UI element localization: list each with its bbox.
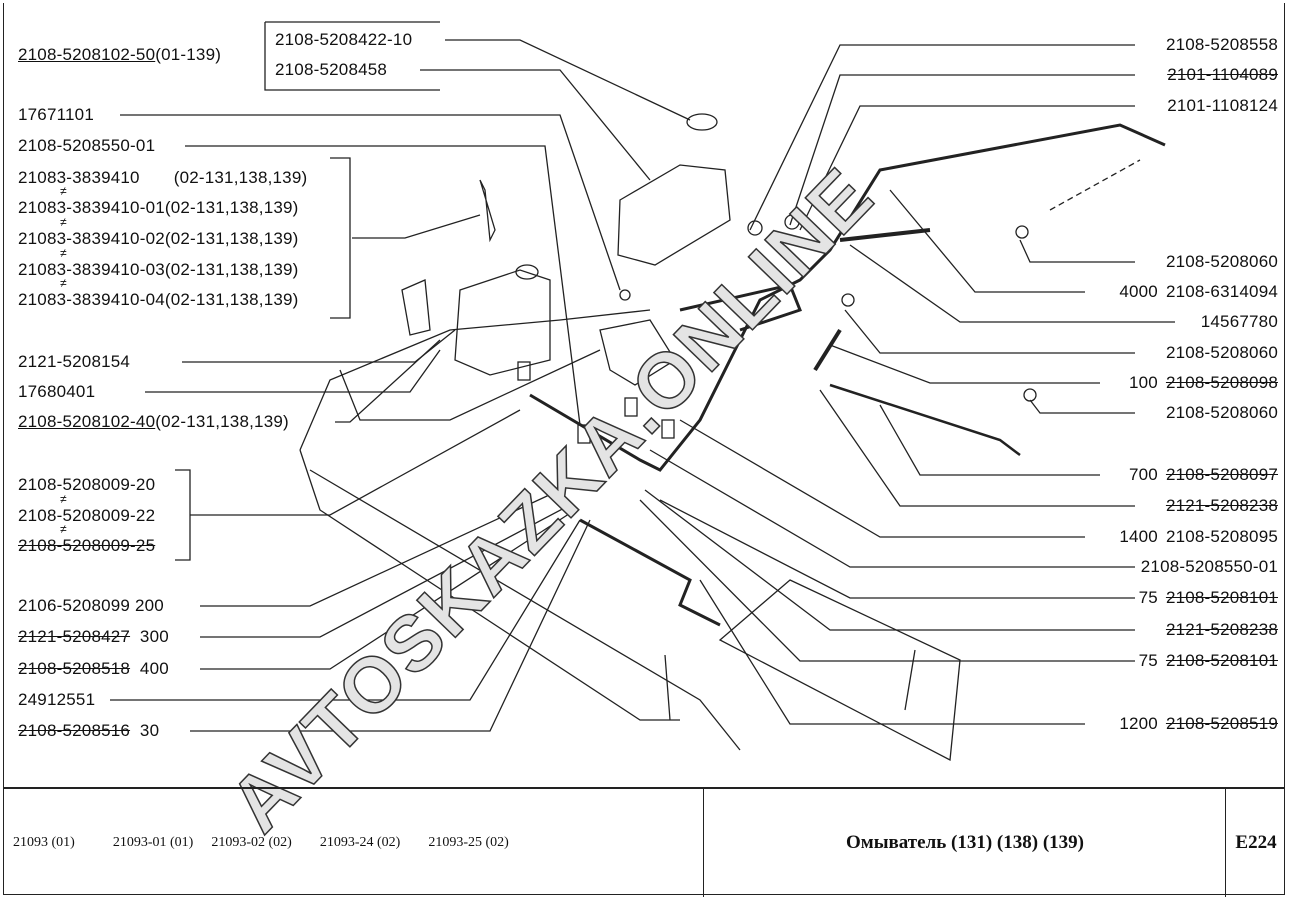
part-number: 2108-6314094	[1165, 282, 1278, 301]
callout-right: 2108-5208060	[1166, 403, 1278, 423]
part-number: 2108-5208060	[1165, 252, 1278, 271]
part-number: 2101-1104089	[1167, 65, 1278, 84]
part-number: 2108-5208558	[1165, 35, 1278, 54]
callout-right: 2121-5208238	[1166, 496, 1278, 516]
part-number: 2108-5208102-50	[18, 45, 156, 64]
windshield	[718, 579, 961, 762]
part-number: 2101-1108124	[1167, 96, 1278, 115]
callout-right: 2108-5208060	[1166, 343, 1278, 363]
label-5208550: 2108-5208550-01	[18, 136, 156, 155]
part-number: 2108-5208550-01	[1140, 557, 1278, 576]
tank-cap	[686, 113, 718, 131]
not-equal-sign: ≠	[60, 246, 67, 260]
washer-tank-lower	[454, 269, 551, 376]
assembly-title: Омыватель (131) (138) (139)	[703, 789, 1226, 897]
length: 400	[139, 659, 169, 678]
label-24912551: 24912551	[18, 690, 96, 709]
label-pump-a: 2108-5208009-20	[18, 475, 156, 494]
model: 21093 (01)	[13, 835, 75, 850]
label-hose-30: 2108-5208516 30	[18, 721, 159, 741]
label-tank-top: 2108-5208458	[275, 60, 388, 79]
model: 21093-01 (01)	[112, 835, 194, 850]
model: 21093-24 (02)	[319, 835, 401, 850]
part-number: 14567780	[1200, 312, 1278, 331]
part-number: 2121-5208238	[1165, 620, 1278, 639]
page-code: E224	[1225, 789, 1286, 897]
label-hose-400: 2108-5208518 400	[18, 659, 169, 679]
washer-system-drawing	[110, 21, 1175, 762]
group-bracket-pump	[175, 469, 191, 561]
length: 300	[139, 627, 169, 646]
part-number: 2108-5208097	[1165, 465, 1278, 484]
label-motor-c: 21083-3839410-02(02-131,138,139)	[18, 229, 299, 248]
pump-bracket	[599, 319, 676, 386]
label-hose-300: 2121-5208427 300	[18, 627, 169, 647]
label-kit-40: 2108-5208102-40(02-131,138,139)	[18, 412, 289, 432]
length: 75	[1138, 651, 1158, 670]
length: 700	[1128, 465, 1158, 484]
length: 30	[139, 721, 160, 740]
applicability-note: (02-131,138,139)	[155, 412, 289, 431]
applicability-note: (02-131,138,139)	[173, 168, 308, 187]
callout-right: 2121-5208238	[1166, 620, 1278, 640]
part-number: 2108-5208516	[18, 721, 131, 740]
callout-right: 14567780	[1201, 312, 1278, 332]
label-kit-50: 2108-5208102-50(01-139)	[18, 45, 221, 65]
part-number: 2108-5208519	[1165, 714, 1278, 733]
label-cap: 2108-5208422-10	[275, 30, 413, 49]
applicability-note: (01-139)	[155, 45, 222, 64]
callout-right: 2108-5208060	[1166, 252, 1278, 272]
label-bracket: 2121-5208154	[18, 352, 131, 371]
callout-right: 100 2108-5208098	[1129, 373, 1278, 393]
part-number: 2108-5208102-40	[18, 412, 156, 431]
not-equal-sign: ≠	[60, 492, 67, 506]
callout-right: 2108-5208550-01	[1141, 557, 1278, 577]
callout-right: 2108-5208558	[1166, 35, 1278, 55]
callout-right: 700 2108-5208097	[1129, 465, 1278, 485]
part-number: 2108-5208060	[1165, 343, 1278, 362]
sheet-frame	[3, 3, 1285, 895]
label-pump-c: 2108-5208009-25	[18, 536, 156, 555]
callout-right: 75 2108-5208101	[1139, 588, 1278, 608]
callout-right: 1400 2108-5208095	[1119, 527, 1278, 547]
washer-tank-upper	[617, 164, 731, 266]
model: 21093-02 (02)	[211, 835, 292, 850]
label-motor-e: 21083-3839410-04(02-131,138,139)	[18, 290, 299, 309]
label-motor-a: 21083-3839410 (02-131,138,139)	[18, 168, 307, 188]
part-number: 2121-5208427	[18, 627, 131, 646]
label-motor-d: 21083-3839410-03(02-131,138,139)	[18, 260, 299, 279]
length: 75	[1138, 588, 1158, 607]
label-17680401: 17680401	[18, 382, 96, 401]
model: 21093-25 (02)	[428, 835, 509, 850]
group-bracket-tank	[264, 21, 440, 91]
label-pump-b: 2108-5208009-22	[18, 506, 156, 525]
length: 1200	[1119, 714, 1158, 733]
callout-right: 2101-1104089	[1167, 65, 1278, 85]
length: 1400	[1119, 527, 1158, 546]
callout-right: 1200 2108-5208519	[1119, 714, 1278, 734]
not-equal-sign: ≠	[60, 276, 67, 290]
not-equal-sign: ≠	[60, 215, 67, 229]
length: 100	[1128, 373, 1158, 392]
part-number: 2108-5208518	[18, 659, 131, 678]
callout-right: 75 2108-5208101	[1139, 651, 1278, 671]
not-equal-sign: ≠	[60, 184, 67, 198]
group-bracket-motor	[330, 157, 351, 319]
part-number: 2108-5208060	[1165, 403, 1278, 422]
label-17671101: 17671101	[18, 105, 94, 124]
part-number: 2121-5208238	[1165, 496, 1278, 515]
length: 4000	[1119, 282, 1158, 301]
title-block: 21093 (01) 21093-01 (01) 21093-02 (02) 2…	[3, 787, 1285, 897]
callout-right: 2101-1108124	[1167, 96, 1278, 116]
part-number: 21083-3839410	[18, 168, 140, 187]
callout-right: 4000 2108-6314094	[1119, 282, 1278, 302]
part-number: 2108-5208098	[1165, 373, 1278, 392]
part-number: 2108-5208101	[1165, 588, 1278, 607]
label-hose-200: 2106-5208099 200	[18, 596, 164, 615]
label-motor-b: 21083-3839410-01(02-131,138,139)	[18, 198, 299, 217]
model-list: 21093 (01) 21093-01 (01) 21093-02 (02) 2…	[13, 789, 509, 897]
not-equal-sign: ≠	[60, 522, 67, 536]
part-number: 2108-5208101	[1165, 651, 1278, 670]
part-number: 2108-5208095	[1165, 527, 1278, 546]
